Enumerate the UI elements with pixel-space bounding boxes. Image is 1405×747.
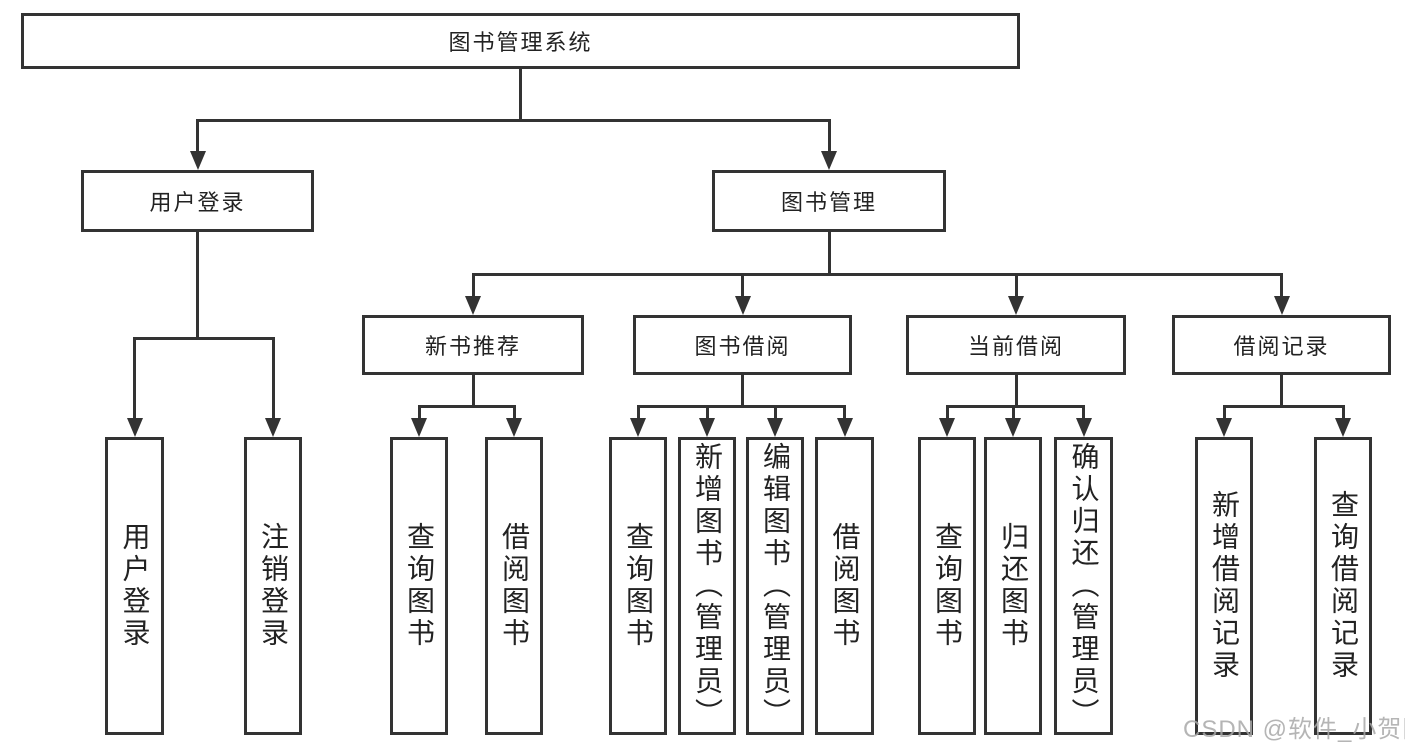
node-confirm-return: 确认归还（管理员） <box>1054 437 1113 735</box>
node-label-logout-v: 注销登录 <box>258 522 289 650</box>
node-root: 图书管理系统 <box>21 13 1020 69</box>
node-return-books: 归还图书 <box>984 437 1042 735</box>
connector-line <box>945 405 1085 408</box>
arrow-down-icon <box>1335 418 1351 437</box>
arrow-down-icon <box>126 418 143 437</box>
arrow-down-icon <box>189 151 206 170</box>
connector-line <box>196 232 199 340</box>
arrow-down-icon <box>699 418 715 437</box>
node-label-query-borrow-record: 查询借阅记录 <box>1328 490 1359 682</box>
connector-line <box>773 405 777 419</box>
node-label-edit-books: 编辑图书（管理员） <box>760 442 791 730</box>
node-query-books-current: 查询图书 <box>918 437 976 735</box>
node-label-query-books-borrow: 查询图书 <box>623 522 654 650</box>
node-label-query-books-rec: 查询图书 <box>404 522 435 650</box>
node-query-borrow-record: 查询借阅记录 <box>1314 437 1372 735</box>
connector-line <box>519 69 522 122</box>
arrow-down-icon <box>734 296 751 315</box>
arrow-down-icon <box>411 418 427 437</box>
node-label-borrow-records: 借阅记录 <box>1233 334 1330 359</box>
connector-line <box>741 375 744 408</box>
connector-line <box>1280 273 1283 297</box>
arrow-down-icon <box>465 296 481 315</box>
connector-line <box>1011 405 1015 419</box>
arrow-down-icon <box>506 418 522 437</box>
node-borrow-records: 借阅记录 <box>1172 315 1391 375</box>
connector-line <box>741 273 744 297</box>
node-label-confirm-return: 确认归还（管理员） <box>1068 442 1100 730</box>
node-label-borrow-books-rec: 借阅图书 <box>499 522 530 650</box>
node-label-borrow-books-2: 借阅图书 <box>829 522 861 650</box>
connector-line <box>271 337 275 419</box>
arrow-down-icon <box>265 418 281 437</box>
connector-line <box>1014 273 1018 297</box>
node-label-current-borrow: 当前借阅 <box>967 334 1064 359</box>
node-label-login-v: 用户登录 <box>119 522 151 650</box>
connector-line <box>133 337 275 340</box>
arrow-down-icon <box>939 418 955 437</box>
node-label-new-book-rec: 新书推荐 <box>424 334 521 359</box>
connector-line <box>1280 375 1283 408</box>
connector-line <box>417 405 516 408</box>
node-user-login: 用户登录 <box>81 170 314 232</box>
arrow-down-icon <box>767 418 783 437</box>
node-add-books: 新增图书（管理员） <box>678 437 736 735</box>
connector-line <box>133 337 136 419</box>
node-label-return-books: 归还图书 <box>998 522 1029 650</box>
node-borrow-books-2: 借阅图书 <box>815 437 874 735</box>
node-label-add-borrow-record: 新增借阅记录 <box>1209 490 1240 682</box>
node-logout-v: 注销登录 <box>244 437 302 735</box>
connector-line <box>196 119 831 122</box>
node-login-v: 用户登录 <box>105 437 164 735</box>
node-label-user-login: 用户登录 <box>149 190 246 215</box>
arrow-down-icon <box>1273 296 1290 315</box>
connector-line <box>471 273 1283 276</box>
arrow-down-icon <box>1005 418 1021 437</box>
connector-line <box>636 405 640 419</box>
connector-line <box>827 232 831 276</box>
connector-line <box>1341 405 1345 419</box>
arrow-down-icon <box>630 418 646 437</box>
node-borrow-books-rec: 借阅图书 <box>485 437 543 735</box>
node-query-books-borrow: 查询图书 <box>609 437 667 735</box>
connector-line <box>1222 405 1345 408</box>
connector-line <box>705 405 709 419</box>
connector-line <box>827 119 831 152</box>
arrow-down-icon <box>836 418 853 437</box>
connector-line <box>1014 375 1018 408</box>
node-book-mgmt: 图书管理 <box>712 170 946 232</box>
arrow-down-icon <box>821 151 837 170</box>
node-query-books-rec: 查询图书 <box>390 437 448 735</box>
node-label-add-books: 新增图书（管理员） <box>692 442 723 730</box>
connector-line <box>636 405 846 408</box>
node-book-borrow: 图书借阅 <box>633 315 852 375</box>
node-label-book-mgmt: 图书管理 <box>780 190 877 215</box>
node-label-root: 图书管理系统 <box>448 30 593 55</box>
connector-line <box>196 119 199 152</box>
node-label-book-borrow: 图书借阅 <box>694 334 791 359</box>
connector-line <box>417 405 421 419</box>
node-label-query-books-current: 查询图书 <box>932 522 963 650</box>
connector-line <box>1082 405 1085 419</box>
node-add-borrow-record: 新增借阅记录 <box>1195 437 1253 735</box>
connector-line <box>471 375 475 408</box>
connector-line <box>843 405 846 419</box>
connector-line <box>1222 405 1226 419</box>
arrow-down-icon <box>1008 296 1024 315</box>
connector-line <box>945 405 949 419</box>
csdn-watermark: CSDN @软件_小贺同学 <box>1183 716 1405 743</box>
arrow-down-icon <box>1216 418 1232 437</box>
node-edit-books: 编辑图书（管理员） <box>746 437 804 735</box>
connector-line <box>512 405 516 419</box>
connector-line <box>471 273 475 297</box>
arrow-down-icon <box>1075 418 1092 437</box>
node-new-book-rec: 新书推荐 <box>362 315 584 375</box>
node-current-borrow: 当前借阅 <box>906 315 1126 375</box>
